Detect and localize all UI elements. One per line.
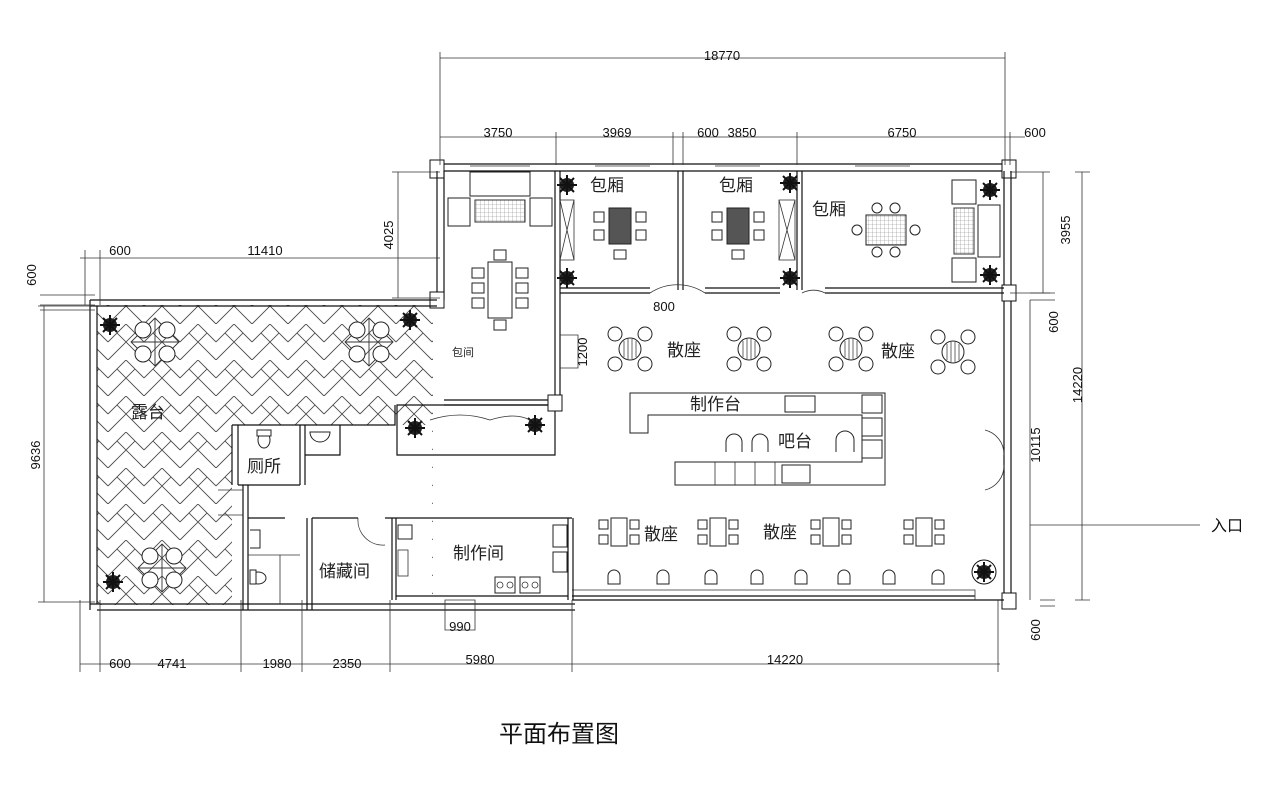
dim-left-11410: 11410 <box>247 243 282 258</box>
label-seating-4: 散座 <box>763 523 797 543</box>
dim-top-4: 3850 <box>728 125 757 140</box>
label-toilet: 厕所 <box>247 457 281 477</box>
seating-area <box>598 326 997 585</box>
page-title: 平面布置图 <box>499 720 619 748</box>
dim-bot-14220: 14220 <box>767 652 803 667</box>
plant-icon <box>556 174 578 196</box>
label-private-room-2: 包厢 <box>719 176 753 196</box>
terrace <box>97 305 433 605</box>
dim-v-9636: 9636 <box>28 441 43 470</box>
umbrella-table <box>137 543 187 593</box>
planter <box>404 414 546 439</box>
dim-r-600b: 600 <box>1028 619 1043 641</box>
dimension-labels: 18770 3750 3969 600 3850 6750 600 600 11… <box>24 48 1085 671</box>
dim-door-990: 990 <box>449 619 471 634</box>
umbrella-table <box>344 317 394 367</box>
label-seating-1: 散座 <box>667 341 701 361</box>
umbrella-table <box>130 317 180 367</box>
dim-top-1: 3750 <box>484 125 513 140</box>
plant-icon <box>524 414 546 436</box>
dim-bot-5980: 5980 <box>466 652 495 667</box>
plant-icon <box>99 314 121 336</box>
dim-r-10115: 10115 <box>1028 427 1043 462</box>
label-terrace: 露台 <box>131 403 165 423</box>
label-bar: 吧台 <box>778 432 812 452</box>
label-entrance: 入口 <box>1211 516 1243 535</box>
plant-icon <box>399 309 421 331</box>
dim-top-6: 600 <box>1024 125 1046 140</box>
dim-left-600: 600 <box>109 243 131 258</box>
private-room-2 <box>711 172 801 289</box>
dim-r-3955: 3955 <box>1058 216 1073 245</box>
label-seating-2: 散座 <box>881 342 915 362</box>
dim-top-2: 3969 <box>603 125 632 140</box>
dim-bot-4741: 4741 <box>158 656 187 671</box>
plant-icon <box>102 571 124 593</box>
plant-icon <box>979 264 1001 286</box>
plant-icon <box>404 417 426 439</box>
label-private-room-1: 包厢 <box>590 176 624 196</box>
dim-bot-1980: 1980 <box>263 656 292 671</box>
label-seating-3: 散座 <box>644 525 678 545</box>
dim-bot-600: 600 <box>109 656 131 671</box>
plant-icon <box>979 179 1001 201</box>
plant-icon <box>973 561 995 583</box>
dim-top-total: 18770 <box>704 48 740 63</box>
plant-icon <box>779 172 801 194</box>
dim-top-5: 6750 <box>888 125 917 140</box>
label-storage: 储藏间 <box>319 562 370 582</box>
private-room-3 <box>851 179 1001 286</box>
dim-r-600a: 600 <box>1046 311 1061 333</box>
walls <box>89 159 1017 631</box>
label-private-room-3: 包厢 <box>812 200 846 220</box>
dim-door-800: 800 <box>653 299 675 314</box>
room-labels: 包厢 包厢 包厢 包间 露台 厕所 储藏间 制作间 制作台 吧台 散座 散座 散… <box>131 176 1243 582</box>
dim-r-14220: 14220 <box>1070 367 1085 403</box>
private-room-1 <box>593 207 647 260</box>
dim-door-1200: 1200 <box>575 338 590 367</box>
bar-counter <box>629 392 886 486</box>
private-room-big <box>447 171 578 331</box>
dimension-lines <box>38 52 1200 672</box>
plant-icon <box>779 267 801 289</box>
label-counter: 制作台 <box>690 395 741 415</box>
dim-top-3: 600 <box>697 125 719 140</box>
label-kitchen: 制作间 <box>453 544 504 564</box>
dim-bot-2350: 2350 <box>333 656 362 671</box>
dim-v-4025: 4025 <box>381 221 396 250</box>
dim-v-600: 600 <box>24 264 39 286</box>
plant-icon <box>556 267 578 289</box>
label-private-room-big: 包间 <box>452 346 474 359</box>
service-rooms <box>249 429 568 594</box>
